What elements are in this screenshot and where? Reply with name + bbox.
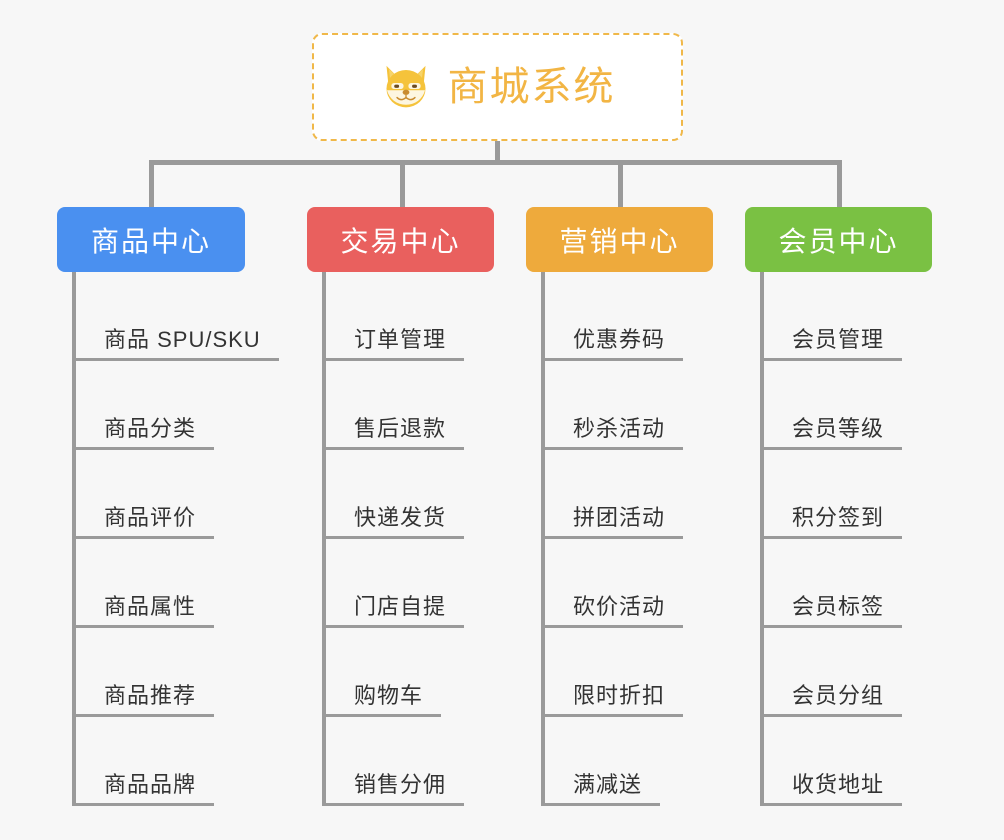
column-product-center: 商品中心 商品 SPU/SKU 商品分类 商品评价 商品属性 商品推荐 商品品牌: [57, 207, 279, 806]
list-item-label: 门店自提: [322, 594, 465, 628]
root-node-title: 商城系统: [447, 65, 616, 109]
category-label: 商品中心: [90, 225, 211, 257]
list-item[interactable]: 订单管理: [307, 272, 494, 361]
column-spine: [72, 272, 76, 806]
list-item[interactable]: 限时折扣: [526, 628, 713, 717]
category-header-trade-center[interactable]: 交易中心: [307, 207, 494, 272]
list-item[interactable]: 会员标签: [745, 539, 932, 628]
list-item-label: 拼团活动: [541, 505, 684, 539]
list-item-label: 售后退款: [322, 416, 465, 450]
item-list-product-center: 商品 SPU/SKU 商品分类 商品评价 商品属性 商品推荐 商品品牌: [57, 272, 279, 806]
list-item[interactable]: 优惠券码: [526, 272, 713, 361]
list-item[interactable]: 快递发货: [307, 450, 494, 539]
list-item-label: 会员等级: [760, 416, 903, 450]
column-marketing-center: 营销中心 优惠券码 秒杀活动 拼团活动 砍价活动 限时折扣 满减送: [526, 207, 713, 806]
list-item[interactable]: 会员等级: [745, 361, 932, 450]
list-item-label: 会员分组: [760, 683, 903, 717]
category-label: 会员中心: [778, 225, 899, 257]
list-item[interactable]: 门店自提: [307, 539, 494, 628]
list-item-label: 快递发货: [322, 505, 465, 539]
list-item-label: 商品 SPU/SKU: [72, 327, 279, 361]
list-item[interactable]: 积分签到: [745, 450, 932, 539]
list-item[interactable]: 满减送: [526, 717, 713, 806]
connector-horizontal-bus: [149, 160, 842, 165]
list-item[interactable]: 拼团活动: [526, 450, 713, 539]
list-item[interactable]: 收货地址: [745, 717, 932, 806]
list-item-label: 商品评价: [72, 505, 215, 539]
list-item[interactable]: 售后退款: [307, 361, 494, 450]
list-item[interactable]: 商品分类: [57, 361, 245, 450]
list-item-label: 砍价活动: [541, 594, 684, 628]
list-item[interactable]: 会员分组: [745, 628, 932, 717]
list-item-label: 购物车: [322, 683, 442, 717]
list-item-label: 商品推荐: [72, 683, 215, 717]
column-member-center: 会员中心 会员管理 会员等级 积分签到 会员标签 会员分组 收货地址: [745, 207, 932, 806]
list-item-label: 积分签到: [760, 505, 903, 539]
column-spine: [541, 272, 545, 806]
column-trade-center: 交易中心 订单管理 售后退款 快递发货 门店自提 购物车 销售分佣: [307, 207, 494, 806]
item-list-trade-center: 订单管理 售后退款 快递发货 门店自提 购物车 销售分佣: [307, 272, 494, 806]
column-spine: [322, 272, 326, 806]
list-item-label: 收货地址: [760, 772, 903, 806]
column-spine: [760, 272, 764, 806]
list-item-label: 商品属性: [72, 594, 215, 628]
item-list-member-center: 会员管理 会员等级 积分签到 会员标签 会员分组 收货地址: [745, 272, 932, 806]
list-item-label: 会员管理: [760, 327, 903, 361]
category-header-member-center[interactable]: 会员中心: [745, 207, 932, 272]
list-item[interactable]: 秒杀活动: [526, 361, 713, 450]
list-item-label: 销售分佣: [322, 772, 465, 806]
connector-drop-3: [618, 160, 623, 208]
list-item[interactable]: 购物车: [307, 628, 494, 717]
list-item[interactable]: 砍价活动: [526, 539, 713, 628]
connector-drop-4: [837, 160, 842, 208]
list-item-label: 商品品牌: [72, 772, 215, 806]
list-item[interactable]: 商品属性: [57, 539, 245, 628]
list-item-label: 秒杀活动: [541, 416, 684, 450]
shiba-dog-icon: [386, 65, 425, 108]
category-label: 交易中心: [340, 225, 461, 257]
item-list-marketing-center: 优惠券码 秒杀活动 拼团活动 砍价活动 限时折扣 满减送: [526, 272, 713, 806]
list-item-label: 满减送: [541, 772, 661, 806]
list-item-label: 优惠券码: [541, 327, 684, 361]
connector-drop-1: [149, 160, 154, 208]
root-node-card[interactable]: 商城系统: [312, 33, 683, 141]
list-item-label: 会员标签: [760, 594, 903, 628]
connector-drop-2: [400, 160, 405, 208]
list-item-label: 订单管理: [322, 327, 465, 361]
category-header-marketing-center[interactable]: 营销中心: [526, 207, 713, 272]
list-item[interactable]: 商品 SPU/SKU: [57, 272, 279, 361]
list-item-label: 限时折扣: [541, 683, 684, 717]
list-item[interactable]: 销售分佣: [307, 717, 494, 806]
list-item-label: 商品分类: [72, 416, 215, 450]
list-item[interactable]: 商品品牌: [57, 717, 245, 806]
category-label: 营销中心: [559, 225, 680, 257]
list-item[interactable]: 会员管理: [745, 272, 932, 361]
connector-root-stem: [495, 141, 500, 162]
category-header-product-center[interactable]: 商品中心: [57, 207, 245, 272]
list-item[interactable]: 商品推荐: [57, 628, 245, 717]
list-item[interactable]: 商品评价: [57, 450, 245, 539]
